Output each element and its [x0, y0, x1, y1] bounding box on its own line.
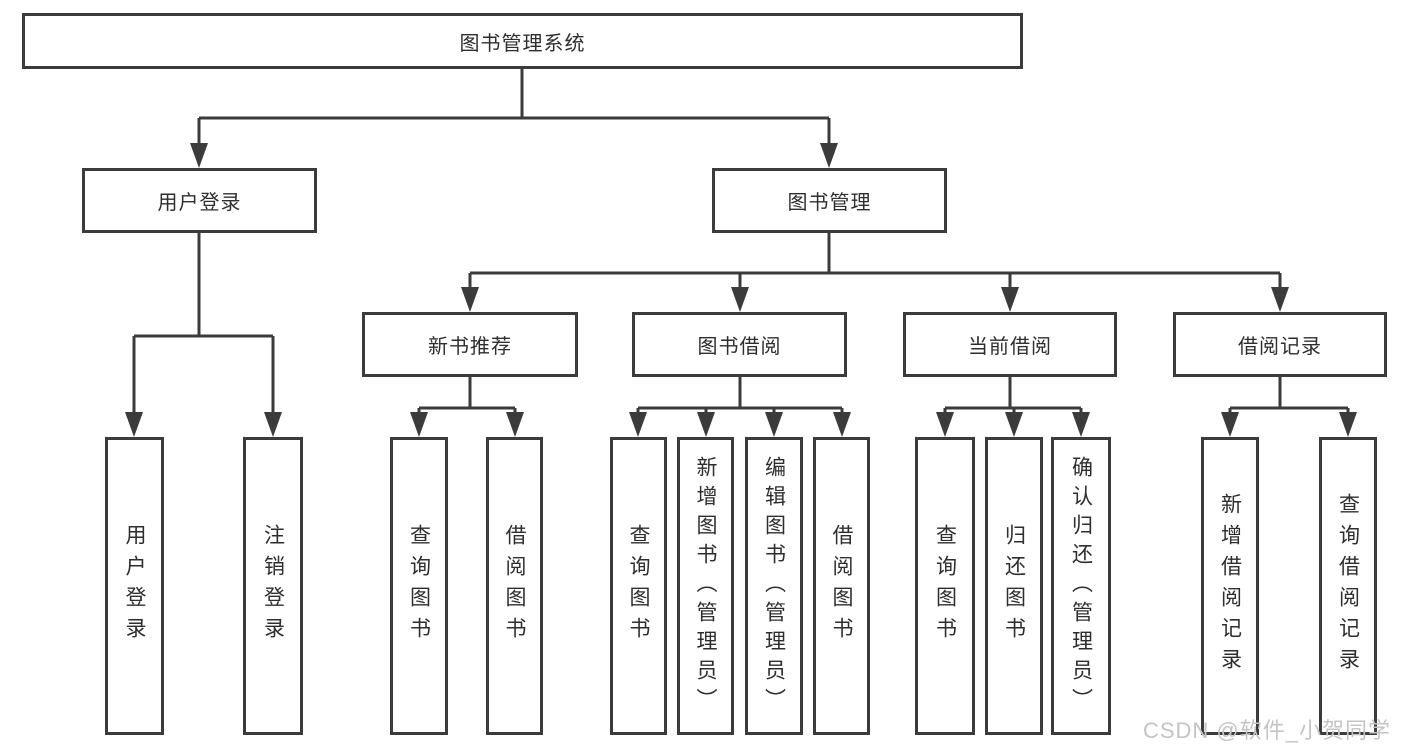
- node-borrow-records: 借阅记录: [1173, 312, 1387, 377]
- leaf-logout: 注销登录: [243, 437, 303, 735]
- node-new-book-recommend-label: 新书推荐: [428, 336, 512, 358]
- leaf-user-login: 用户登录: [105, 437, 164, 735]
- leaf-borrow-book-label: 借阅图书: [830, 524, 854, 648]
- leaf-borrow-book-recommend-label: 借阅图书: [503, 524, 527, 648]
- leaf-query-book-borrow-label: 查询图书: [627, 524, 651, 648]
- leaf-query-book-current: 查询图书: [915, 437, 975, 735]
- leaf-query-borrow-record-label: 查询借阅记录: [1336, 493, 1360, 679]
- leaf-query-book-recommend: 查询图书: [390, 437, 448, 735]
- leaf-return-book: 归还图书: [985, 437, 1043, 735]
- node-root-label: 图书管理系统: [459, 32, 586, 55]
- leaf-query-book-current-label: 查询图书: [933, 524, 957, 648]
- leaf-add-book-admin-label: 新增图书（管理员）: [694, 455, 718, 717]
- leaf-borrow-book: 借阅图书: [813, 437, 870, 735]
- node-root-system: 图书管理系统: [22, 13, 1023, 69]
- node-book-management-label: 图书管理: [787, 192, 872, 214]
- node-current-borrow-label: 当前借阅: [968, 336, 1052, 358]
- leaf-confirm-return-admin-label: 确认归还（管理员）: [1069, 455, 1093, 717]
- node-user-login: 用户登录: [82, 168, 317, 233]
- node-new-book-recommend: 新书推荐: [362, 312, 578, 377]
- leaf-edit-book-admin-label: 编辑图书（管理员）: [762, 455, 786, 717]
- node-user-login-label: 用户登录: [157, 192, 242, 214]
- leaf-query-book-borrow: 查询图书: [610, 437, 667, 735]
- node-current-borrow: 当前借阅: [903, 312, 1117, 377]
- leaf-add-book-admin: 新增图书（管理员）: [677, 437, 734, 735]
- leaf-return-book-label: 归还图书: [1002, 524, 1026, 648]
- leaf-user-login-label: 用户登录: [123, 524, 147, 648]
- csdn-watermark: CSDN @软件_小贺同学: [1142, 718, 1391, 743]
- node-borrow-records-label: 借阅记录: [1238, 336, 1322, 358]
- node-book-borrow: 图书借阅: [632, 312, 847, 377]
- leaf-logout-label: 注销登录: [261, 524, 285, 648]
- arrowheads: [125, 143, 1357, 437]
- leaf-add-borrow-record: 新增借阅记录: [1201, 437, 1259, 735]
- leaf-add-borrow-record-label: 新增借阅记录: [1218, 493, 1242, 679]
- leaf-query-book-recommend-label: 查询图书: [407, 524, 431, 648]
- node-book-management: 图书管理: [712, 168, 947, 233]
- node-book-borrow-label: 图书借阅: [697, 336, 782, 358]
- leaf-edit-book-admin: 编辑图书（管理员）: [745, 437, 803, 735]
- leaf-confirm-return-admin: 确认归还（管理员）: [1051, 437, 1111, 735]
- leaf-borrow-book-recommend: 借阅图书: [486, 437, 543, 735]
- leaf-query-borrow-record: 查询借阅记录: [1319, 437, 1377, 735]
